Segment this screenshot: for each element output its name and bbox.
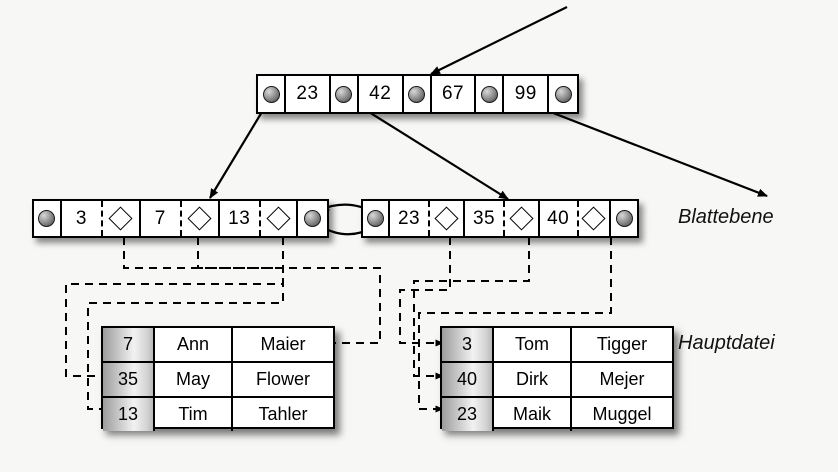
- record-last-name: Mejer: [599, 369, 645, 389]
- label-leaf-level: Blattebene: [678, 206, 774, 228]
- label-main-file: Hauptdatei: [678, 332, 775, 354]
- leaf-right-prev-pointer[interactable]: [363, 201, 390, 236]
- pointer-circle-icon: [304, 210, 322, 227]
- record-last-name: Tahler: [258, 404, 308, 424]
- record-key: 35: [103, 363, 155, 396]
- root-pointer-1[interactable]: [330, 76, 359, 112]
- pointer-circle-icon: [480, 85, 498, 103]
- record-key: 7: [103, 328, 155, 361]
- table-row[interactable]: 13 Tim Tahler: [103, 398, 333, 431]
- diamond-icon: [434, 206, 459, 231]
- arrow-into-root: [430, 6, 568, 75]
- root-key-3: 99: [504, 76, 550, 112]
- root-key-0: 23: [286, 76, 331, 112]
- pointer-circle-icon: [262, 85, 280, 103]
- leaf-left-marker-0[interactable]: [103, 201, 141, 236]
- leaf-left-key-2: 13: [219, 201, 261, 236]
- table-row[interactable]: 35 May Flower: [103, 363, 333, 398]
- record-key: 13: [103, 398, 155, 431]
- root-pointer-0[interactable]: [258, 76, 287, 112]
- leaf-left-marker-1[interactable]: [181, 201, 220, 236]
- root-key-1: 42: [358, 76, 404, 112]
- leaf-left-next-pointer[interactable]: [298, 201, 327, 236]
- leaf-left-prev-pointer[interactable]: [34, 201, 62, 236]
- leaf-node-left[interactable]: 3 7 13: [32, 199, 329, 238]
- record-first-name: Maik: [494, 398, 572, 431]
- leaf-right-marker-1[interactable]: [505, 201, 540, 236]
- record-last-name: Muggel: [592, 404, 652, 424]
- pointer-circle-icon: [366, 210, 384, 227]
- root-pointer-4[interactable]: [549, 76, 577, 112]
- root-index-node[interactable]: 23 42 67 99: [256, 74, 579, 114]
- leaf-left-key-0: 3: [61, 201, 104, 236]
- record-first-name: Tim: [155, 398, 233, 431]
- record-first-name: May: [155, 363, 233, 396]
- diamond-icon: [187, 206, 212, 231]
- diamond-icon: [509, 206, 534, 231]
- diamond-icon: [581, 206, 606, 231]
- table-row[interactable]: 3 Tom Tigger: [442, 328, 672, 363]
- record-first-name: Dirk: [494, 363, 572, 396]
- leaf-right-next-pointer[interactable]: [611, 201, 637, 236]
- leaf-right-key-2: 40: [539, 201, 579, 236]
- record-last-name: Tigger: [596, 334, 648, 354]
- leaf-right-marker-2[interactable]: [578, 201, 612, 236]
- pointer-circle-icon: [408, 85, 426, 103]
- leaf-right-key-0: 23: [389, 201, 431, 236]
- record-key: 23: [442, 398, 494, 431]
- record-key: 40: [442, 363, 494, 396]
- table-row[interactable]: 40 Dirk Mejer: [442, 363, 672, 398]
- pointer-circle-icon: [38, 210, 56, 227]
- record-first-name: Ann: [155, 328, 233, 361]
- table-row[interactable]: 23 Maik Muggel: [442, 398, 672, 431]
- leaf-left-key-1: 7: [140, 201, 182, 236]
- leaf-node-right[interactable]: 23 35 40: [361, 199, 639, 238]
- root-pointer-3[interactable]: [476, 76, 505, 112]
- record-last-name: Maier: [260, 334, 306, 354]
- root-key-2: 67: [431, 76, 477, 112]
- table-row[interactable]: 7 Ann Maier: [103, 328, 333, 363]
- diamond-icon: [108, 206, 133, 231]
- main-file-table-left[interactable]: 7 Ann Maier 35 May Flower 13 Tim Tahler: [101, 326, 335, 431]
- leaf-left-marker-2[interactable]: [260, 201, 299, 236]
- root-pointer-2[interactable]: [403, 76, 432, 112]
- leaf-right-marker-0[interactable]: [430, 201, 465, 236]
- record-last-name: Flower: [255, 369, 310, 389]
- record-first-name: Tom: [494, 328, 572, 361]
- diamond-icon: [266, 206, 291, 231]
- pointer-circle-icon: [554, 85, 572, 103]
- pointer-circle-icon: [335, 85, 353, 103]
- pointer-circle-icon: [615, 210, 633, 227]
- main-file-table-right[interactable]: 3 Tom Tigger 40 Dirk Mejer 23 Maik Mugge…: [440, 326, 674, 431]
- leaf-right-key-1: 35: [464, 201, 506, 236]
- record-key: 3: [442, 328, 494, 361]
